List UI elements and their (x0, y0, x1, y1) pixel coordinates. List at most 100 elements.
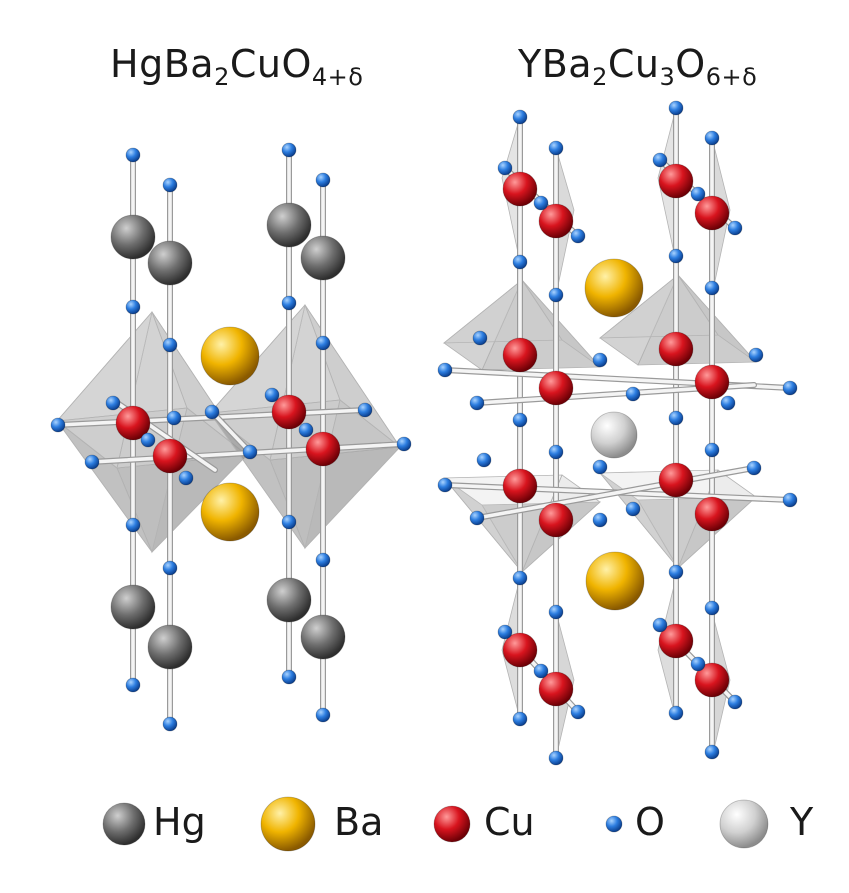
o-legend-icon (605, 815, 623, 833)
hg-atom (266, 577, 312, 623)
hg-atom (110, 214, 156, 260)
o-atom (281, 142, 297, 158)
o-atom (704, 744, 720, 760)
polyhedron-face (442, 279, 563, 344)
ba-legend-icon (260, 796, 316, 852)
cu-atom (658, 462, 694, 498)
o-atom (315, 707, 331, 723)
o-atom (592, 459, 608, 475)
o-atom (50, 417, 66, 433)
o-atom (140, 432, 156, 448)
o-atom (162, 716, 178, 732)
title-hg1201: HgBa2CuO4+δ (110, 42, 364, 91)
cu-atom (694, 195, 730, 231)
o-atom (668, 100, 684, 116)
hg-atom (110, 584, 156, 630)
cu-atom (271, 394, 307, 430)
o-atom (497, 624, 513, 640)
hg-legend-icon (102, 802, 146, 846)
o-atom (512, 711, 528, 727)
bond (210, 410, 252, 454)
cu-atom (658, 163, 694, 199)
o-atom (652, 617, 668, 633)
cu-atom (694, 496, 730, 532)
cu-atom (115, 405, 151, 441)
o-atom (704, 600, 720, 616)
hg-atom (266, 202, 312, 248)
cu-atom (502, 632, 538, 668)
o-atom (690, 656, 706, 672)
hg-atom (147, 240, 193, 286)
o-atom (704, 280, 720, 296)
o-atom (84, 454, 100, 470)
legend-label-y: Y (790, 800, 814, 844)
o-atom (668, 564, 684, 580)
cu-atom (694, 662, 730, 698)
o-atom (469, 510, 485, 526)
hg-atom (300, 614, 346, 660)
ba-atom (200, 326, 260, 386)
o-atom (668, 248, 684, 264)
cu-atom (305, 431, 341, 467)
legend-label-ba: Ba (334, 800, 384, 844)
hg-atom (300, 235, 346, 281)
o-atom (242, 444, 258, 460)
cu-atom (658, 623, 694, 659)
o-atom (512, 570, 528, 586)
cu-atom (152, 438, 188, 474)
o-atom (437, 477, 453, 493)
legend-markers (102, 796, 769, 852)
cu-atom (538, 671, 574, 707)
o-atom (704, 442, 720, 458)
o-atom (704, 130, 720, 146)
ba-atom (584, 258, 644, 318)
hg-atom (147, 624, 193, 670)
o-atom (125, 299, 141, 315)
o-atom (533, 195, 549, 211)
o-atom (298, 422, 314, 438)
o-atom (497, 160, 513, 176)
legend-label-o: O (635, 800, 665, 844)
o-atom (469, 395, 485, 411)
o-atom (727, 220, 743, 236)
o-atom (782, 492, 798, 508)
o-atom (592, 352, 608, 368)
cu-legend-icon (433, 805, 471, 843)
o-atom (125, 147, 141, 163)
o-atom (727, 694, 743, 710)
o-atom (548, 444, 564, 460)
legend-label-hg: Hg (153, 800, 206, 844)
o-atom (357, 402, 373, 418)
legend-label-cu: Cu (484, 800, 535, 844)
o-atom (533, 663, 549, 679)
o-atom (476, 452, 492, 468)
o-atom (570, 228, 586, 244)
cu-atom (502, 171, 538, 207)
o-atom (720, 395, 736, 411)
o-atom (178, 470, 194, 486)
cu-atom (502, 468, 538, 504)
o-atom (690, 186, 706, 202)
o-atom (162, 177, 178, 193)
o-atom (204, 404, 220, 420)
cu-atom (658, 331, 694, 367)
o-atom (437, 362, 453, 378)
o-atom (166, 410, 182, 426)
o-atom (548, 604, 564, 620)
o-atom (625, 501, 641, 517)
o-atom (315, 552, 331, 568)
cu-atom (694, 364, 730, 400)
o-atom (512, 412, 528, 428)
o-atom (652, 152, 668, 168)
o-atom (162, 337, 178, 353)
o-atom (472, 330, 488, 346)
o-atom (125, 677, 141, 693)
cu-atom (502, 337, 538, 373)
o-atom (315, 335, 331, 351)
y-atom (590, 411, 638, 459)
o-atom (548, 750, 564, 766)
cu-atom (538, 370, 574, 406)
o-atom (668, 410, 684, 426)
bond (475, 466, 756, 520)
